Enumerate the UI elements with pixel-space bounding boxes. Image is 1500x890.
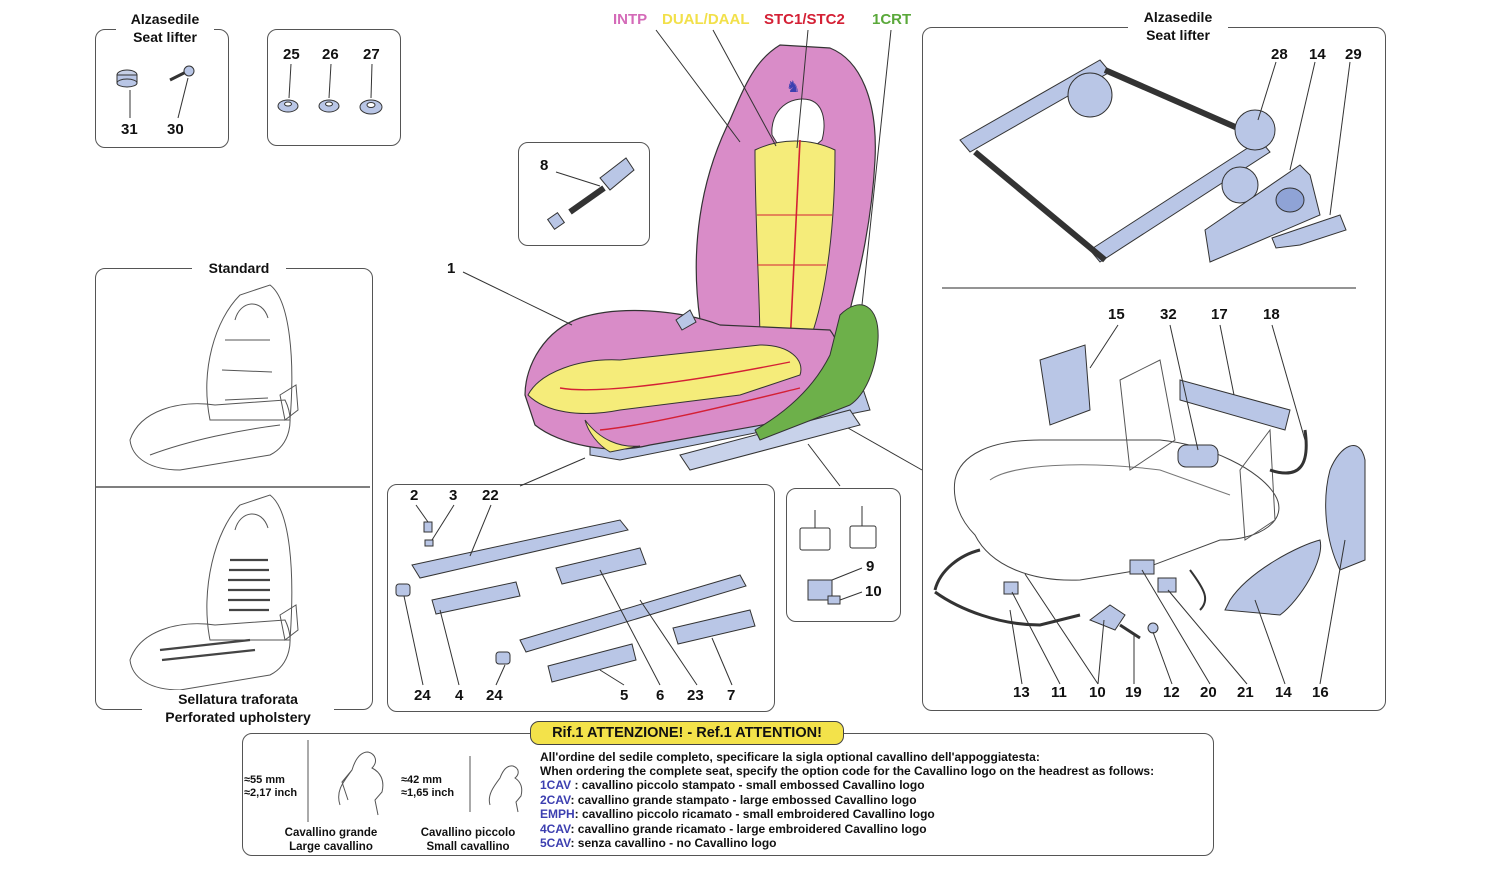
- option-code: 4CAV: [540, 821, 571, 836]
- notice-title: Rif.1 ATTENZIONE! - Ref.1 ATTENTION!: [530, 721, 844, 745]
- small-cavallino-logo: [469, 756, 523, 813]
- option-code-text: : cavallino piccolo stampato - small emb…: [571, 778, 925, 792]
- seat-rails: [395, 519, 756, 683]
- part-number: 22: [482, 487, 499, 504]
- part-number: 3: [449, 487, 458, 504]
- legend-stc1-stc2: STC1/STC2: [764, 11, 845, 28]
- part-number: 24: [486, 687, 503, 704]
- notice-code-line: 1CAV : cavallino piccolo stampato - smal…: [540, 778, 925, 793]
- notice-code-line: 4CAV: cavallino grande ricamato - large …: [540, 822, 927, 837]
- notice-line-it: All'ordine del sedile completo, specific…: [540, 750, 1040, 764]
- part-number: 29: [1345, 46, 1362, 63]
- seat-lifter-frame: [959, 59, 1347, 263]
- part-number: 8: [540, 157, 549, 174]
- part-number: 24: [414, 687, 431, 704]
- part-number: 1: [447, 260, 456, 277]
- part-number: 5: [620, 687, 629, 704]
- part-number: 19: [1125, 684, 1142, 701]
- seat-cushion-assembly: [933, 344, 1366, 640]
- standard-seat-outline: [129, 284, 299, 471]
- option-code-text: : cavallino grande stampato - large embo…: [570, 792, 917, 807]
- part-number: 9: [866, 558, 875, 575]
- part-number: 28: [1271, 46, 1288, 63]
- part-number: 26: [322, 46, 339, 63]
- connector-box: [786, 488, 901, 622]
- notice-code-line: EMPH: cavallino piccolo ricamato - small…: [540, 807, 935, 822]
- part-number: 18: [1263, 306, 1280, 323]
- large-cavallino-logo: [307, 740, 384, 822]
- spacer-part-31: [116, 69, 138, 88]
- part-number: 14: [1275, 684, 1292, 701]
- part-number: 16: [1312, 684, 1329, 701]
- part-number: 4: [455, 687, 464, 704]
- seat-lifter-box-small: [95, 29, 229, 148]
- small-logo-dimension: ≈42 mm≈1,65 inch: [401, 774, 455, 799]
- belt-buckle-box: [518, 142, 650, 246]
- option-code: 5CAV: [540, 836, 571, 850]
- option-code: 1CAV: [540, 778, 572, 792]
- part-number: 6: [656, 687, 665, 704]
- part-number: 25: [283, 46, 300, 63]
- part-number: 14: [1309, 46, 1326, 63]
- notice-code-line: 2CAV: cavallino grande stampato - large …: [540, 793, 917, 808]
- large-logo-dimension: ≈55 mm≈2,17 inch: [244, 774, 298, 799]
- part-number: 23: [687, 687, 704, 704]
- notice-code-line: 5CAV: senza cavallino - no Cavallino log…: [540, 836, 777, 851]
- part-number: 11: [1051, 684, 1067, 701]
- svg-text:♞: ♞: [786, 77, 800, 96]
- option-code-text: : senza cavallino - no Cavallino logo: [570, 836, 777, 850]
- part-number: 21: [1237, 684, 1254, 701]
- part-number: 7: [727, 687, 736, 704]
- seat-lifter-box-large: [922, 27, 1386, 711]
- option-code: 2CAV: [540, 792, 571, 807]
- seat-main-illustration: ♞: [524, 44, 879, 471]
- option-code: EMPH: [540, 807, 575, 821]
- part-number: 10: [865, 583, 882, 600]
- standard-title: Standard: [192, 259, 286, 277]
- part-number: 2: [410, 487, 419, 504]
- part-number: 10: [1089, 684, 1106, 701]
- washer-parts: [277, 63, 383, 115]
- connector-parts: [799, 506, 877, 605]
- part-number: 31: [121, 121, 138, 138]
- legend-intp: INTP: [613, 11, 648, 28]
- belt-buckle-part-8: [546, 157, 635, 231]
- perforated-seat-outline: [129, 494, 299, 691]
- screw-part-30: [169, 65, 195, 82]
- part-number: 32: [1160, 306, 1177, 323]
- part-number: 20: [1200, 684, 1217, 701]
- part-number: 15: [1108, 306, 1125, 323]
- option-code-text: : cavallino piccolo ricamato - small emb…: [574, 807, 935, 821]
- option-code-text: : cavallino grande ricamato - large embr…: [570, 821, 927, 836]
- part-number: 17: [1211, 306, 1228, 323]
- standard-seat-box: [95, 268, 373, 710]
- part-number: 13: [1013, 684, 1030, 701]
- part-number: 12: [1163, 684, 1180, 701]
- part-number: 27: [363, 46, 380, 63]
- legend-1crt: 1CRT: [872, 11, 912, 28]
- legend-dual-daal: DUAL/DAAL: [662, 11, 750, 28]
- notice-line-en: When ordering the complete seat, specify…: [540, 764, 1155, 778]
- part-number: 30: [167, 121, 184, 138]
